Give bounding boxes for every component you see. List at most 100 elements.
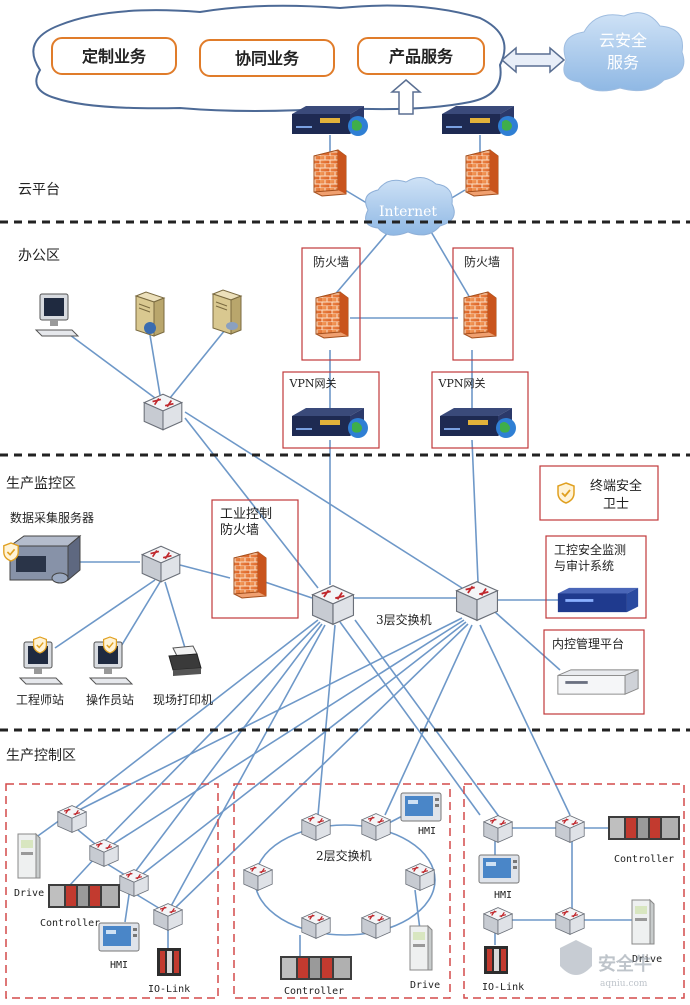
endpoint-guard-label-2: 卫士: [603, 497, 629, 512]
cell1-switch-1: [57, 804, 87, 834]
zone-monitor-label: 生产监控区: [6, 476, 76, 492]
office-firewall-label-1: 防火墙: [313, 254, 349, 269]
data-server-shield-icon: [2, 542, 20, 562]
cell3-switch-3: [483, 906, 513, 936]
office-firewall-2: [463, 291, 497, 339]
watermark: 安全牛 aqniu.com: [560, 940, 652, 989]
vpn-gateway-2: [440, 408, 516, 438]
cloud-security-label: 云安全: [599, 31, 647, 50]
data-server: [8, 534, 82, 584]
collab-service-label: 协同业务: [235, 49, 300, 68]
vpn-label-2: VPN网关: [438, 376, 486, 390]
cell3-hmi-label: HMI: [494, 890, 512, 901]
up-arrow-icon: [389, 79, 423, 115]
l3-switch-label: 3层交换机: [376, 612, 432, 627]
zone-office-label: 办公区: [18, 248, 60, 264]
printer-label: 现场打印机: [153, 693, 213, 707]
cell2-controller: [280, 956, 352, 980]
double-arrow-icon: [500, 46, 566, 74]
cell3-switch-1: [483, 814, 513, 844]
control-cell-2: [233, 783, 451, 999]
cell2-drive-label: Drive: [410, 980, 440, 991]
custom-service-box: 定制业务: [51, 37, 177, 75]
user-icon: [144, 322, 156, 334]
monitor-switch: [141, 545, 181, 583]
audit-system-appliance: [557, 587, 639, 613]
office-firewall-label-2: 防火墙: [464, 254, 500, 269]
cell1-drive-label: Drive: [14, 888, 44, 899]
control-cell-3: [463, 783, 685, 999]
cloud-security: 云安全 服务: [563, 12, 685, 92]
cell2-switch-4: [361, 910, 391, 940]
l3-switch-2: [455, 580, 499, 622]
office-pc: [35, 293, 79, 337]
cell3-drive-label: Drive: [632, 954, 662, 965]
office-firewall-box-1: 防火墙: [301, 247, 361, 361]
operator-label: 操作员站: [86, 692, 134, 707]
cell3-switch-2: [555, 814, 585, 844]
watermark-text: 安全牛: [598, 953, 652, 975]
control-cell-1: [5, 783, 219, 999]
zone-control-label: 生产控制区: [6, 748, 76, 764]
control-platform-appliance: [557, 669, 639, 695]
field-printer: [168, 645, 202, 677]
cloud-firewall-2: [465, 149, 499, 197]
cell2-hmi-label: HMI: [418, 826, 436, 837]
cell2-hmi: [400, 792, 442, 822]
engineer-label: 工程师站: [16, 692, 64, 707]
endpoint-guard-shield-icon: [557, 482, 575, 504]
endpoint-guard-box: 终端安全 卫士: [539, 465, 659, 521]
ics-firewall: [233, 551, 267, 599]
custom-service-label: 定制业务: [81, 47, 147, 66]
zone-cloud-label: 云平台: [18, 182, 60, 198]
engineer-shield-icon: [32, 636, 48, 654]
l2-switch-label: 2层交换机: [316, 848, 372, 863]
cell1-hmi: [98, 922, 140, 952]
cell1-io-label: IO-Link: [148, 984, 190, 995]
cloud-firewall-1: [313, 149, 347, 197]
database-icon: [226, 322, 238, 330]
product-service-label: 产品服务: [389, 47, 454, 66]
cloud-security-label-2: 服务: [607, 53, 639, 72]
cell2-switch-2: [361, 812, 391, 842]
l3-switch-1: [311, 584, 355, 626]
office-firewall-1: [315, 291, 349, 339]
cloud-server-1: [292, 106, 368, 136]
cell2-switch-1: [301, 812, 331, 842]
cell3-io-label: IO-Link: [482, 982, 524, 993]
cell3-controller-label: Controller: [614, 854, 674, 865]
data-server-label: 数据采集服务器: [10, 510, 94, 525]
cell3-drive: [631, 899, 655, 945]
cell1-controller: [48, 884, 120, 908]
office-firewall-box-2: 防火墙: [452, 247, 514, 361]
cell2-switch-5: [301, 910, 331, 940]
cell3-hmi: [478, 854, 520, 884]
cell3-controller: [608, 816, 680, 840]
internet-label: Internet: [379, 204, 437, 220]
cell2-switch-6: [243, 862, 273, 892]
collab-service-box: 协同业务: [199, 39, 335, 77]
control-platform-label: 内控管理平台: [552, 636, 624, 651]
cell2-switch-3: [405, 862, 435, 892]
cell1-controller-label: Controller: [40, 918, 100, 929]
cell1-drive: [17, 833, 41, 879]
control-platform-box: 内控管理平台: [543, 629, 645, 715]
watermark-url: aqniu.com: [600, 979, 648, 989]
cell3-io-link: [484, 946, 508, 974]
vpn-box-2: VPN网关: [431, 371, 529, 449]
vpn-label-1: VPN网关: [289, 376, 337, 390]
audit-system-label-2: 与审计系统: [554, 558, 614, 573]
cell1-switch-4: [153, 902, 183, 932]
cell1-switch-3: [119, 868, 149, 898]
endpoint-guard-label: 终端安全: [590, 478, 642, 494]
network-links: [34, 135, 635, 958]
cell1-hmi-label: HMI: [110, 960, 128, 971]
product-service-box: 产品服务: [357, 37, 485, 75]
cloud-server-2: [442, 106, 518, 136]
vpn-box-1: VPN网关: [282, 371, 380, 449]
cell2-drive: [409, 925, 433, 971]
ics-firewall-box: 工业控制 防火墙: [211, 499, 299, 619]
audit-system-label: 工控安全监测: [554, 542, 626, 557]
cell1-io-link: [157, 948, 181, 976]
